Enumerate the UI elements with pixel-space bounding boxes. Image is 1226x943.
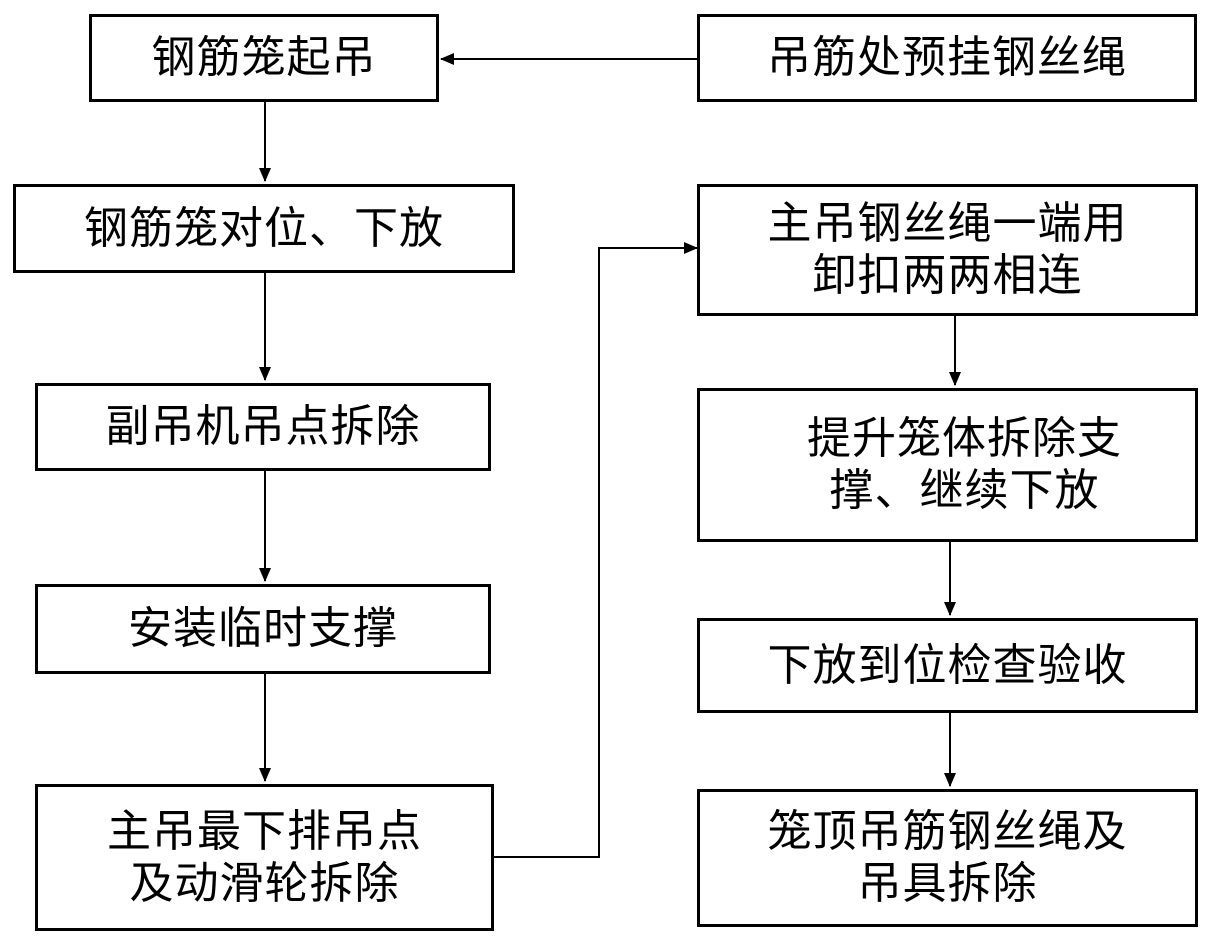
step-remove-rigging-line2: 吊具拆除 [768,858,1128,910]
step-connect-rope-line1: 主吊钢丝绳一端用 [768,198,1128,250]
step-remove-main-points-line2: 及动滑轮拆除 [107,858,422,910]
step-connect-rope-text: 主吊钢丝绳一端用 卸扣两两相连 [768,198,1128,302]
step-remove-aux-points: 副吊机吊点拆除 [35,383,491,471]
step-lift-remove-support-line2: 撑、继续下放 [773,465,1122,517]
step-remove-rigging: 笼顶吊筋钢丝绳及 吊具拆除 [697,789,1198,927]
step-remove-main-points-line1: 主吊最下排吊点 [107,806,422,858]
step-remove-aux-points-label: 副吊机吊点拆除 [106,401,421,453]
step-remove-main-points: 主吊最下排吊点 及动滑轮拆除 [35,784,494,931]
step-inspect-label: 下放到位检查验收 [768,640,1128,692]
step-lift-remove-support-text: 提升笼体拆除支 撑、继续下放 [773,413,1122,517]
step-align-lower: 钢筋笼对位、下放 [13,184,515,273]
step-cage-lift-label: 钢筋笼起吊 [152,32,377,84]
step-remove-rigging-text: 笼顶吊筋钢丝绳及 吊具拆除 [768,806,1128,910]
step-lift-remove-support: 提升笼体拆除支 撑、继续下放 [697,388,1198,542]
step-temp-support: 安装临时支撑 [35,584,491,674]
step-cage-lift: 钢筋笼起吊 [89,14,439,102]
step-connect-rope: 主吊钢丝绳一端用 卸扣两两相连 [697,184,1198,316]
step-remove-rigging-line1: 笼顶吊筋钢丝绳及 [768,806,1128,858]
step-inspect: 下放到位检查验收 [697,618,1198,713]
step-remove-main-points-text: 主吊最下排吊点 及动滑轮拆除 [107,806,422,910]
step-lift-remove-support-line1: 提升笼体拆除支 [773,413,1122,465]
step-align-lower-label: 钢筋笼对位、下放 [84,203,444,255]
step-prehang-rope-label: 吊筋处预挂钢丝绳 [767,32,1127,84]
step-temp-support-label: 安装临时支撑 [128,603,398,655]
arrow-remove-main-to-connect-rope [494,248,697,857]
step-connect-rope-line2: 卸扣两两相连 [768,250,1128,302]
step-prehang-rope: 吊筋处预挂钢丝绳 [697,14,1197,102]
